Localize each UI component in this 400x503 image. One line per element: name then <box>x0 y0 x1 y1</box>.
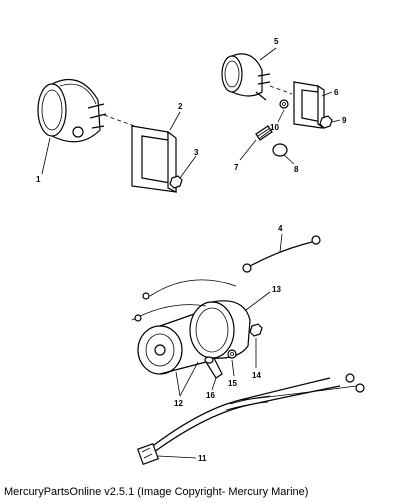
gauge-1 <box>37 79 107 143</box>
socket-8 <box>272 143 288 157</box>
callout-7: 7 <box>234 163 239 172</box>
callout-5: 5 <box>274 37 279 46</box>
gauge-5 <box>221 53 271 101</box>
wire-4 <box>242 235 321 273</box>
callout-3: 3 <box>194 148 199 157</box>
nut-3 <box>169 175 183 189</box>
washer-15 <box>227 349 237 359</box>
callout-8: 8 <box>294 165 299 174</box>
callout-15: 15 <box>228 379 237 388</box>
callout-9: 9 <box>342 116 347 125</box>
bulb-7 <box>255 125 273 141</box>
speaker-12 <box>137 311 207 375</box>
callout-2: 2 <box>178 102 183 111</box>
callout-10: 10 <box>270 123 279 132</box>
callout-1: 1 <box>36 175 41 184</box>
callout-12: 12 <box>174 399 183 408</box>
callout-13: 13 <box>272 285 281 294</box>
nut-14 <box>249 323 263 337</box>
callout-16: 16 <box>206 391 215 400</box>
callout-4: 4 <box>278 224 283 233</box>
washer-10 <box>279 99 289 109</box>
screw-16 <box>204 356 223 379</box>
image-caption: MercuryPartsOnline v2.5.1 (Image Copyrig… <box>4 486 309 498</box>
bracket-13 <box>131 279 251 359</box>
callout-11: 11 <box>198 454 207 463</box>
bracket-6 <box>293 81 325 130</box>
nut-9 <box>319 115 333 129</box>
bracket-2 <box>131 125 177 193</box>
harness-11 <box>136 373 365 466</box>
callout-6: 6 <box>334 88 339 97</box>
callout-14: 14 <box>252 371 261 380</box>
